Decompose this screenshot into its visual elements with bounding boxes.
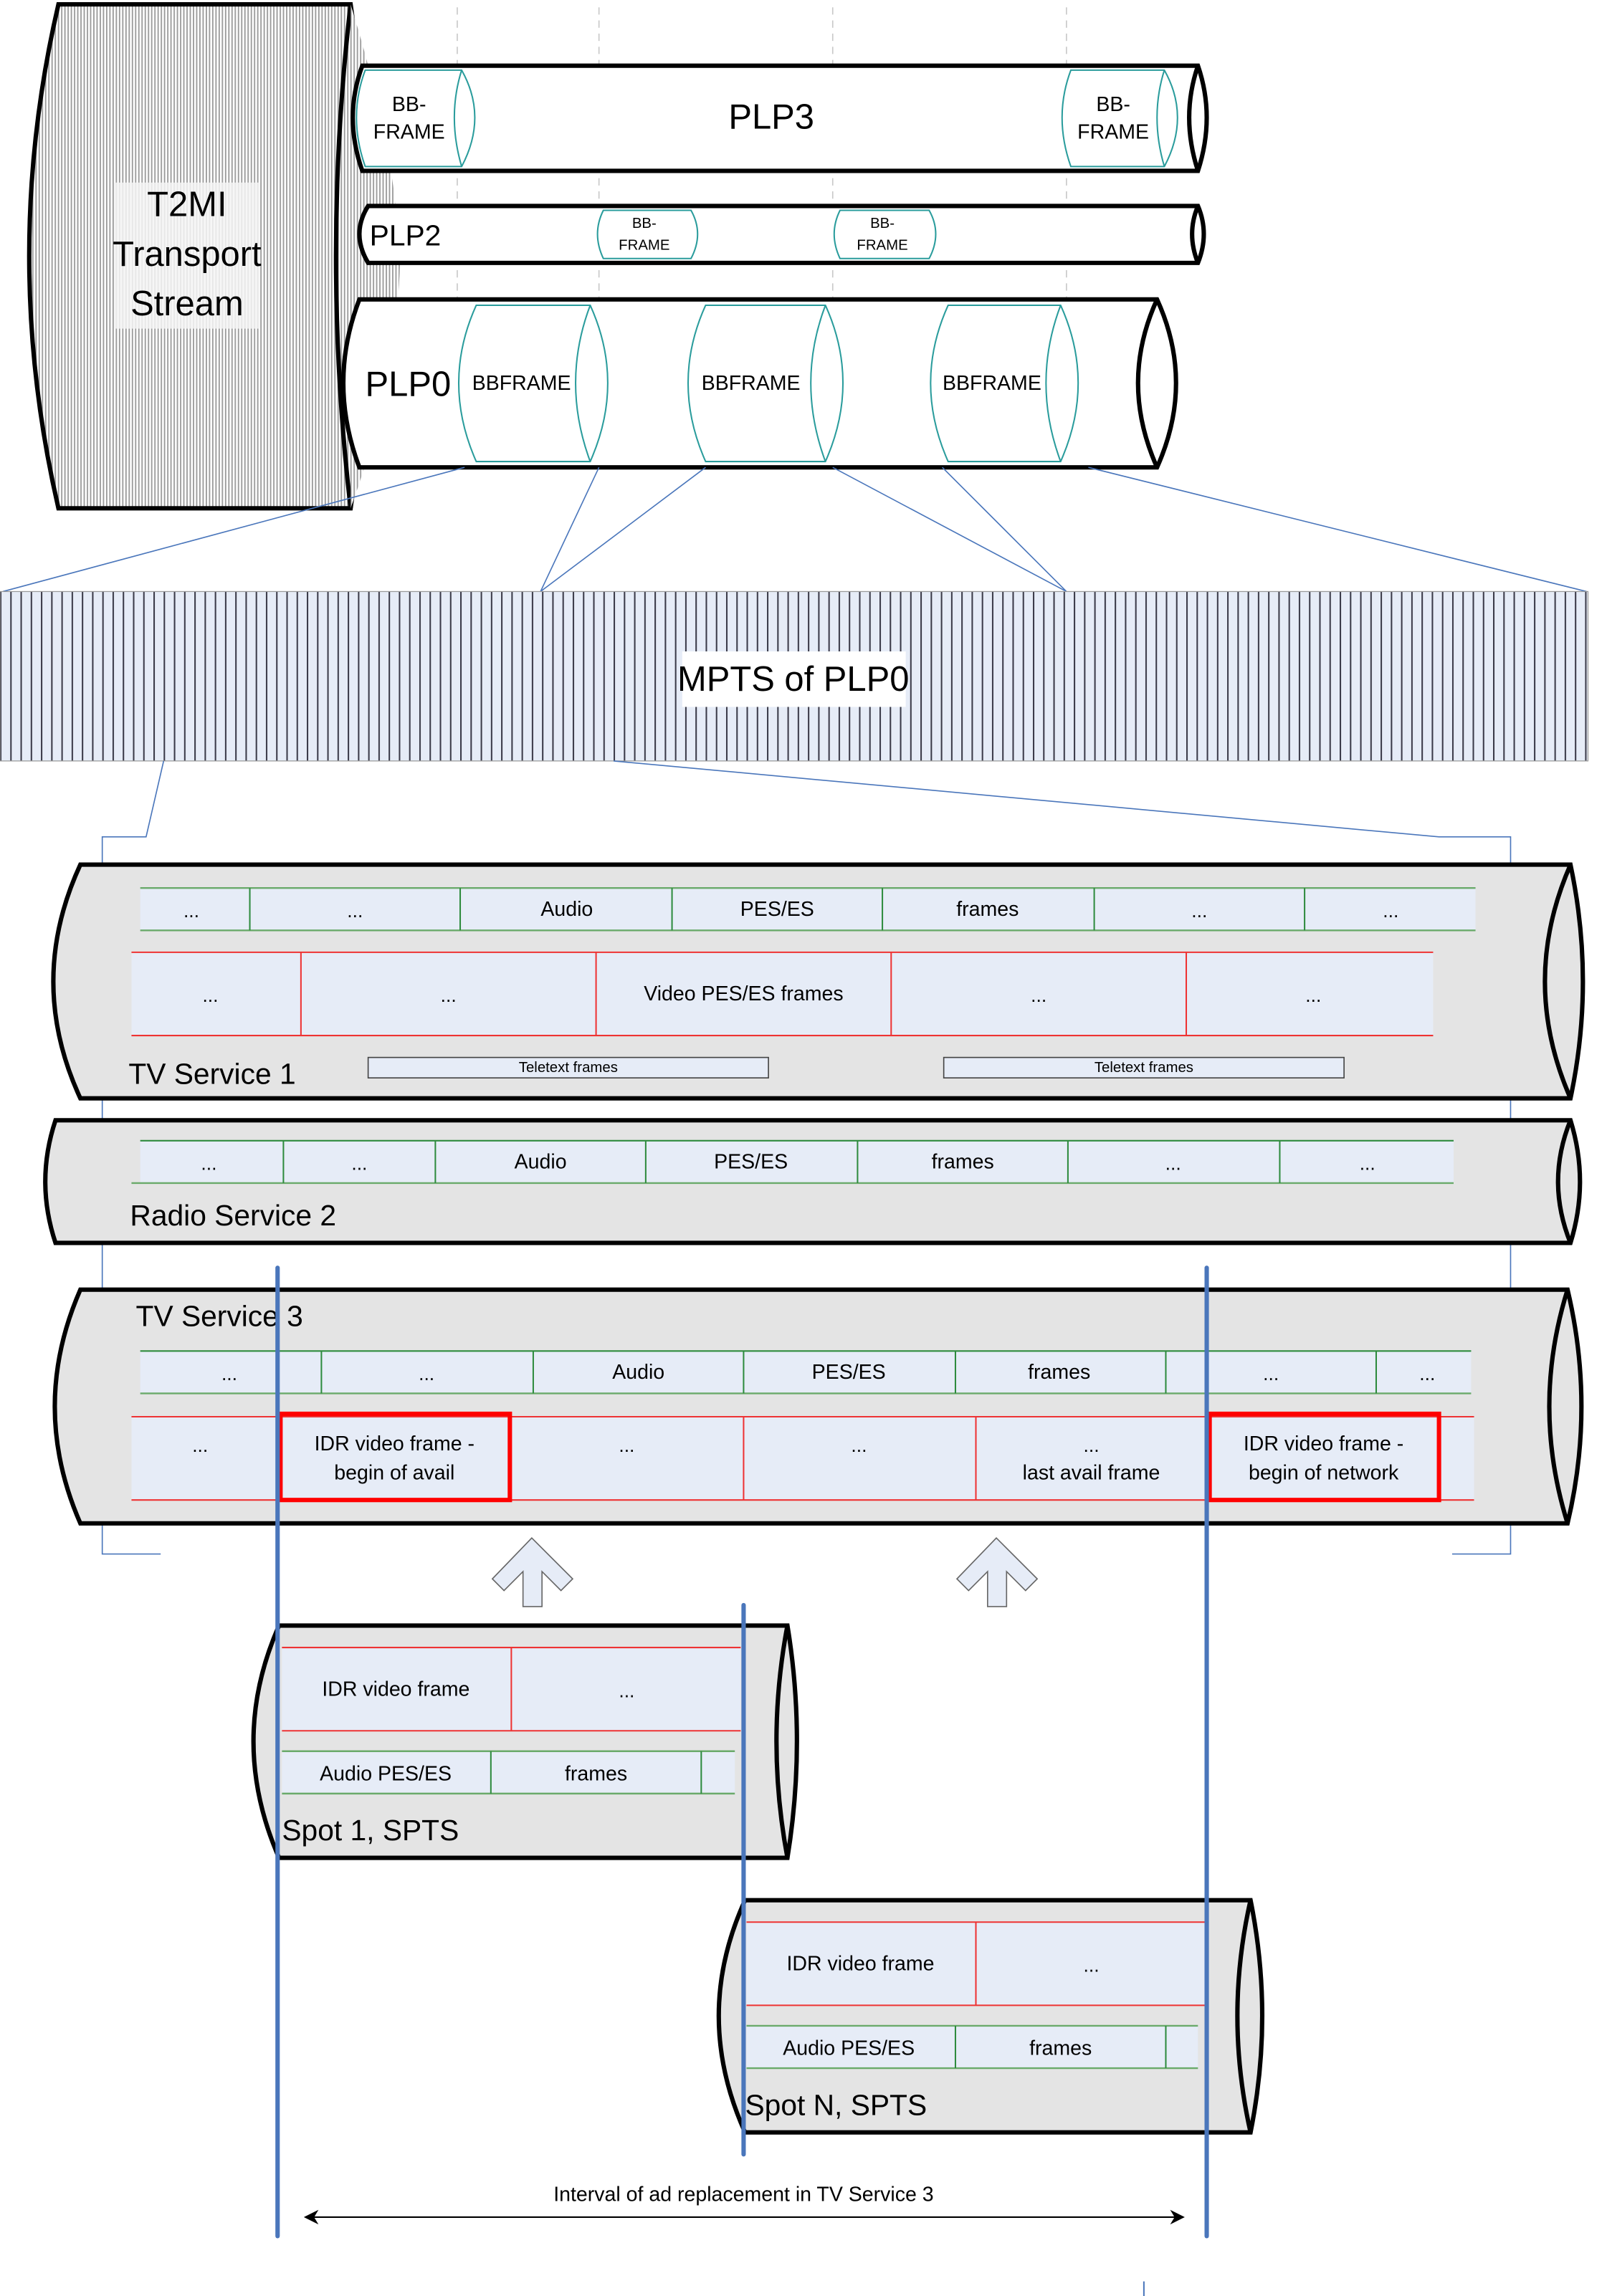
svg-text:...: ... [1360, 1153, 1375, 1175]
plp2-label: PLP2 [370, 219, 442, 252]
svg-text:IDR video frame -: IDR video frame - [315, 1432, 475, 1455]
svg-text:...: ... [221, 1363, 237, 1384]
svg-text:PES/ES: PES/ES [740, 898, 814, 921]
plp0-label: PLP0 [366, 365, 452, 403]
splice-markers [275, 1266, 1209, 2296]
t2mi-label-line3: Stream [130, 284, 244, 323]
svg-text:BBFRAME: BBFRAME [702, 372, 801, 395]
bbframe-plp0-2: BBFRAME [687, 304, 844, 463]
plp3-pipe: BB- FRAME PLP3 BB- FRAME [351, 63, 1209, 173]
svg-text:frames: frames [1029, 2037, 1092, 2060]
up-arrow-icon [491, 1537, 574, 1607]
interval-annotation: Interval of ad replacement in TV Service… [303, 2183, 1185, 2225]
svg-text:begin of avail: begin of avail [334, 1462, 454, 1485]
expansion-bracket [101, 760, 1512, 1555]
svg-text:...: ... [1305, 985, 1321, 1006]
svg-text:IDR video frame: IDR video frame [786, 1952, 934, 1975]
spot-1-spts: IDR video frame ... Audio PES/ES frames … [251, 1623, 799, 1860]
svg-text:FRAME: FRAME [373, 121, 445, 144]
idr-begin-of-network-highlight [1207, 1411, 1441, 1503]
svg-text:...: ... [1263, 1363, 1279, 1384]
svg-text:...: ... [1383, 900, 1398, 922]
svg-text:Audio: Audio [540, 898, 593, 921]
svg-text:...: ... [1031, 985, 1046, 1006]
plp2-pipe: PLP2 BB- FRAME BB- FRAME [357, 204, 1206, 265]
svg-text:Video PES/ES frames: Video PES/ES frames [644, 982, 843, 1005]
svg-text:BB-: BB- [1096, 93, 1130, 116]
svg-text:frames: frames [1028, 1361, 1090, 1384]
svg-text:Audio: Audio [515, 1151, 567, 1174]
svg-text:...: ... [202, 985, 218, 1006]
bbframe-plp2-1: BB- FRAME [596, 209, 699, 259]
svg-text:...: ... [1419, 1363, 1435, 1384]
mpts-label: MPTS of PLP0 [677, 660, 909, 699]
svg-text:IDR video frame: IDR video frame [322, 1678, 469, 1701]
teletext-frames-1: Teletext frames [519, 1060, 618, 1076]
zoom-lines [2, 467, 1587, 593]
svg-text:...: ... [347, 900, 363, 922]
svg-text:Audio PES/ES: Audio PES/ES [320, 1763, 452, 1786]
idr-begin-of-avail-highlight [278, 1411, 512, 1503]
svg-text:frames: frames [956, 898, 1019, 921]
tv-service-3-label: TV Service 3 [136, 1300, 303, 1333]
svg-text:FRAME: FRAME [857, 238, 907, 254]
svg-text:frames: frames [932, 1151, 994, 1174]
svg-text:...: ... [201, 1153, 216, 1175]
bbframe-plp3-2: BB- FRAME [1061, 69, 1178, 168]
svg-text:...: ... [1083, 1435, 1099, 1456]
svg-text:frames: frames [565, 1763, 627, 1786]
svg-text:...: ... [183, 900, 199, 922]
svg-text:BB-: BB- [870, 216, 895, 231]
radio-service-2: ... ... Audio PES/ES frames ... ... Radi… [43, 1118, 1583, 1245]
svg-text:Audio: Audio [612, 1361, 664, 1384]
svg-text:Audio PES/ES: Audio PES/ES [783, 2037, 915, 2060]
teletext-frames-2: Teletext frames [1095, 1060, 1193, 1076]
t2mi-transport-stream: T2MI Transport Stream [27, 2, 401, 511]
t2mi-label-line2: Transport [113, 235, 262, 274]
up-arrow-icon [955, 1537, 1039, 1607]
bbframe-plp3-1: BB- FRAME [356, 69, 476, 168]
tv-service-1: ... ... Audio PES/ES frames ... ... ... … [51, 862, 1585, 1101]
svg-text:...: ... [1165, 1153, 1181, 1175]
svg-text:IDR video frame -: IDR video frame - [1244, 1432, 1403, 1455]
svg-text:...: ... [619, 1680, 634, 1701]
svg-text:...: ... [851, 1435, 867, 1456]
svg-text:...: ... [351, 1153, 367, 1175]
tv-service-3: TV Service 3 ... ... Audio PES/ES frames… [52, 1287, 1584, 1526]
radio-service-2-label: Radio Service 2 [130, 1199, 336, 1232]
svg-text:...: ... [1191, 900, 1207, 922]
spot-1-label: Spot 1, SPTS [282, 1814, 459, 1847]
tv-service-1-label: TV Service 1 [128, 1057, 295, 1090]
svg-text:...: ... [419, 1363, 434, 1384]
spot-n-label: Spot N, SPTS [745, 2088, 927, 2121]
plp0-pipe: PLP0 BBFRAME BBFRAME BBFRAME [340, 297, 1178, 470]
svg-text:PES/ES: PES/ES [812, 1361, 886, 1384]
bbframe-plp2-2: BB- FRAME [833, 209, 937, 259]
svg-text:BB-: BB- [392, 93, 426, 116]
svg-text:...: ... [619, 1435, 634, 1456]
bbframe-plp0-3: BBFRAME [930, 304, 1079, 463]
interval-label: Interval of ad replacement in TV Service… [553, 2183, 933, 2206]
svg-text:...: ... [441, 985, 457, 1006]
svg-text:FRAME: FRAME [1077, 121, 1149, 144]
svg-text:FRAME: FRAME [619, 238, 669, 254]
svg-text:...: ... [1083, 1955, 1099, 1976]
spot-n-spts: IDR video frame ... Audio PES/ES frames … [716, 1898, 1265, 2135]
svg-text:begin of network: begin of network [1249, 1462, 1399, 1485]
svg-text:BBFRAME: BBFRAME [472, 372, 571, 395]
svg-text:BB-: BB- [632, 216, 657, 231]
bbframe-plp0-1: BBFRAME [457, 304, 609, 463]
svg-text:last avail frame: last avail frame [1023, 1462, 1160, 1485]
mpts-band: MPTS of PLP0 [0, 590, 1589, 762]
plp3-label: PLP3 [728, 97, 814, 136]
t2mi-label-line1: T2MI [147, 186, 226, 224]
svg-text:PES/ES: PES/ES [714, 1151, 788, 1174]
svg-text:...: ... [192, 1435, 208, 1456]
svg-text:BBFRAME: BBFRAME [943, 372, 1041, 395]
